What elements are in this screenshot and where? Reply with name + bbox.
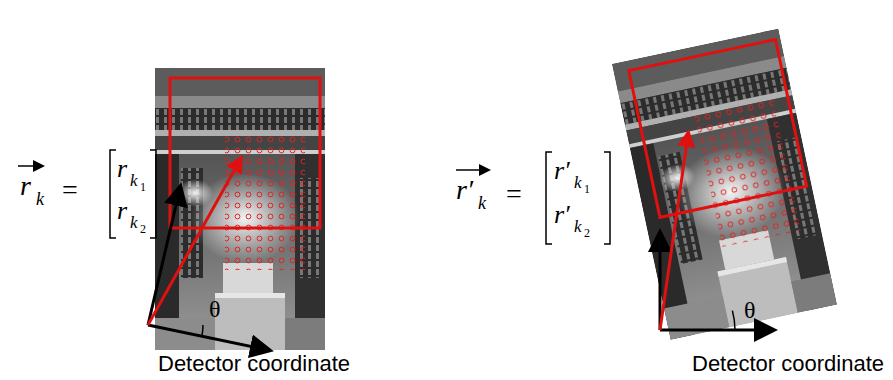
rotated-photo	[612, 29, 837, 340]
bracket	[110, 150, 116, 238]
position-vector	[660, 135, 688, 330]
vector-component: r	[117, 198, 127, 224]
vector-component: r	[117, 156, 127, 182]
subscript: k	[574, 218, 582, 235]
axis	[148, 325, 268, 350]
vector-arrow	[456, 169, 488, 171]
subscript: k	[130, 172, 138, 189]
vector-symbol: r	[20, 172, 31, 200]
equals-sign: =	[62, 176, 78, 204]
subscript-index: 2	[140, 223, 146, 235]
subscript-index: 2	[584, 227, 590, 239]
bracket	[546, 152, 552, 244]
vector-component: r′	[554, 158, 570, 184]
photo	[155, 68, 325, 350]
subscript-index: 1	[584, 183, 590, 195]
angle-arc	[732, 311, 735, 330]
position-vector	[148, 160, 240, 325]
subscript: k	[130, 214, 138, 231]
angle-label: θ	[209, 297, 221, 321]
subscript: k	[36, 190, 44, 208]
subscript-index: 1	[140, 181, 146, 193]
bracket	[604, 152, 610, 244]
vector-component: r′	[554, 202, 570, 228]
equals-sign: =	[506, 180, 522, 208]
angle-label: θ	[744, 298, 756, 322]
vector-arrow	[18, 165, 42, 167]
axis-caption: Detector coordinate	[692, 353, 884, 375]
subscript: k	[478, 194, 486, 212]
angle-arc	[202, 325, 203, 336]
vector-symbol: r′	[456, 176, 473, 204]
bracket	[150, 150, 156, 238]
axis	[148, 188, 180, 325]
subscript: k	[574, 174, 582, 191]
axis-caption: Detector coordinate	[158, 353, 350, 375]
axis	[660, 329, 772, 332]
